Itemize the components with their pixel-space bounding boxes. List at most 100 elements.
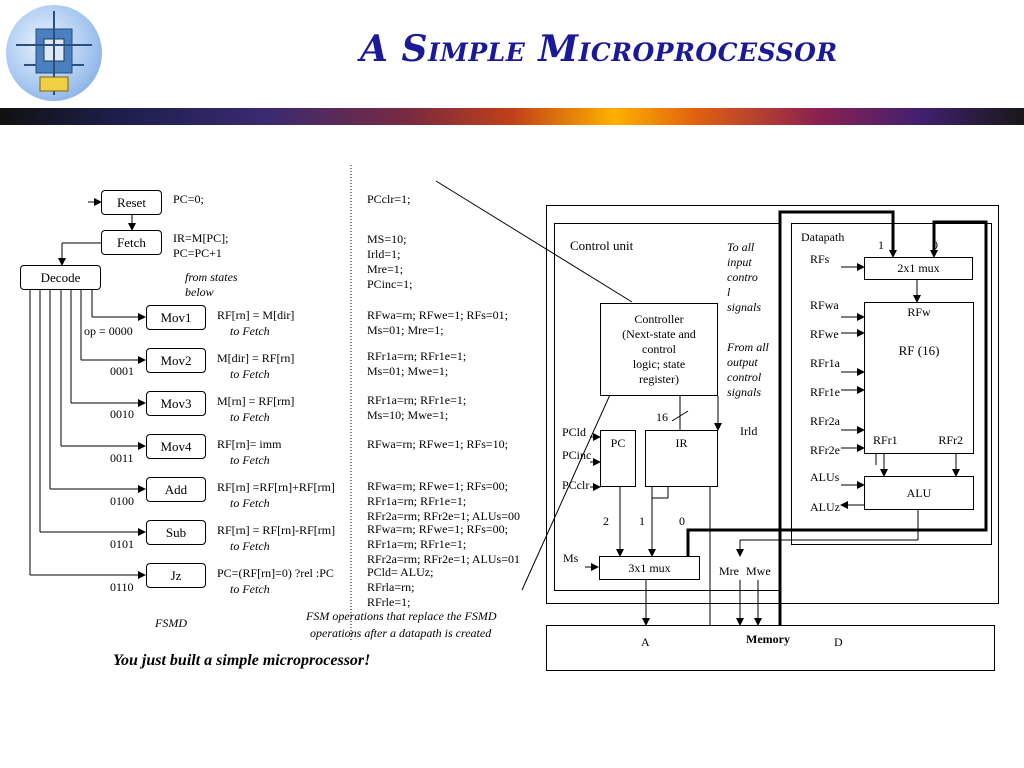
fsm-fetch-3: Mre=1; bbox=[367, 262, 404, 276]
pcclr-label: PCclr bbox=[562, 478, 590, 492]
datapath-frame bbox=[791, 223, 992, 545]
mux3-input-1: 1 bbox=[639, 514, 645, 528]
mux3-input-0: 0 bbox=[679, 514, 685, 528]
add-action: RF[rn] =RF[rn]+RF[rm] bbox=[217, 480, 335, 494]
rfr1a-label: RFr1a bbox=[810, 356, 840, 370]
fsmd-label: FSMD bbox=[155, 616, 187, 630]
mux3-block: 3x1 mux bbox=[599, 556, 700, 580]
op-add: 0100 bbox=[110, 494, 134, 508]
footer-caption: You just built a simple microprocessor! bbox=[113, 652, 371, 669]
fsm-add-2: RFr1a=rn; RFr1e=1; bbox=[367, 494, 467, 508]
irld-label: Irld bbox=[740, 424, 758, 438]
page-title: A Simple Microprocessor bbox=[360, 28, 838, 70]
ms-label: Ms bbox=[563, 551, 579, 565]
op-mov1: op = 0000 bbox=[84, 324, 133, 338]
rfr1-label: RFr1 bbox=[873, 433, 898, 447]
memory-block bbox=[546, 625, 995, 671]
fsm-add-3: RFr2a=rm; RFr2e=1; ALUs=00 bbox=[367, 509, 520, 523]
control-unit-label: Control unit bbox=[570, 238, 634, 253]
fsm-note-1: FSM operations that replace the FSMD bbox=[306, 609, 497, 623]
fetch-action-1: IR=M[PC]; bbox=[173, 231, 229, 245]
alus-label: ALUs bbox=[810, 470, 840, 484]
fsm-jz-2: RFrla=rn; bbox=[367, 580, 415, 594]
fsm-add-1: RFwa=rn; RFwe=1; RFs=00; bbox=[367, 479, 508, 493]
add-next: to Fetch bbox=[230, 496, 270, 510]
mov3-next: to Fetch bbox=[230, 410, 270, 424]
fsm-reset: PCclr=1; bbox=[367, 192, 411, 206]
mov2-action: M[dir] = RF[rn] bbox=[217, 351, 295, 365]
rfr1e-label: RFr1e bbox=[810, 385, 840, 399]
state-fetch: Fetch bbox=[101, 230, 162, 255]
jz-action: PC=(RF[rn]=0) ?rel :PC bbox=[217, 566, 334, 580]
to-all-input-note: To all input contro l signals bbox=[727, 240, 762, 314]
fsm-mov3-2: Ms=10; Mwe=1; bbox=[367, 408, 449, 422]
state-add: Add bbox=[146, 477, 206, 502]
fetch-action-2: PC=PC+1 bbox=[173, 246, 222, 260]
state-mov2: Mov2 bbox=[146, 348, 206, 373]
chip-logo-icon bbox=[6, 5, 102, 101]
aluz-label: ALUz bbox=[810, 500, 840, 514]
op-mov2: 0001 bbox=[110, 364, 134, 378]
rfs-label: RFs bbox=[810, 252, 830, 266]
op-sub: 0101 bbox=[110, 537, 134, 551]
jz-next: to Fetch bbox=[230, 582, 270, 596]
ir-register: IR bbox=[645, 430, 718, 487]
pcinc-label: PCinc bbox=[562, 448, 592, 462]
mux2-input-1: 1 bbox=[878, 238, 884, 252]
fsm-fetch-1: MS=10; bbox=[367, 232, 407, 246]
register-file: RFw RF (16) RFr1 RFr2 bbox=[864, 302, 974, 454]
alu-block: ALU bbox=[864, 476, 974, 510]
datapath-label: Datapath bbox=[801, 230, 845, 244]
fsm-jz-3: RFrle=1; bbox=[367, 595, 411, 609]
fsm-mov3-1: RFr1a=rn; RFr1e=1; bbox=[367, 393, 467, 407]
state-mov4: Mov4 bbox=[146, 434, 206, 459]
fsm-mov1-2: Ms=01; Mre=1; bbox=[367, 323, 444, 337]
fsm-sub-3: RFr2a=rm; RFr2e=1; ALUs=01 bbox=[367, 552, 520, 566]
state-mov3: Mov3 bbox=[146, 391, 206, 416]
fsm-fetch-4: PCinc=1; bbox=[367, 277, 413, 291]
mov4-next: to Fetch bbox=[230, 453, 270, 467]
mov1-next: to Fetch bbox=[230, 324, 270, 338]
pc-register: PC bbox=[600, 430, 636, 487]
bus-width-label: 16 bbox=[656, 410, 668, 424]
state-reset: Reset bbox=[101, 190, 162, 215]
pcld-label: PCld bbox=[562, 425, 587, 439]
reset-action: PC=0; bbox=[173, 192, 204, 206]
mwe-label: Mwe bbox=[746, 564, 771, 578]
memory-data-port: D bbox=[834, 635, 843, 649]
op-jz: 0110 bbox=[110, 580, 134, 594]
state-decode: Decode bbox=[20, 265, 101, 290]
mov1-action: RF[rn] = M[dir] bbox=[217, 308, 295, 322]
fsm-jz-1: PCld= ALUz; bbox=[367, 565, 434, 579]
rfwa-label: RFwa bbox=[810, 298, 839, 312]
fsm-mov2-1: RFr1a=rn; RFr1e=1; bbox=[367, 349, 467, 363]
header-divider bbox=[0, 108, 1024, 125]
decode-note-1: from states bbox=[185, 270, 238, 284]
state-sub: Sub bbox=[146, 520, 206, 545]
fsm-sub-1: RFwa=rn; RFwe=1; RFs=00; bbox=[367, 522, 508, 536]
mov4-action: RF[rn]= imm bbox=[217, 437, 282, 451]
rfr2-label: RFr2 bbox=[938, 433, 963, 447]
rfr2a-label: RFr2a bbox=[810, 414, 840, 428]
rfw-label: RFw bbox=[907, 305, 931, 319]
decode-note-2: below bbox=[185, 285, 214, 299]
mux2-block: 2x1 mux bbox=[864, 257, 973, 280]
mre-label: Mre bbox=[719, 564, 739, 578]
fsm-note-2: operations after a datapath is created bbox=[310, 626, 492, 640]
op-mov4: 0011 bbox=[110, 451, 134, 465]
fsm-sub-2: RFr1a=rn; RFr1e=1; bbox=[367, 537, 467, 551]
from-all-output-note: From all output control signals bbox=[727, 340, 769, 399]
rfr2e-label: RFr2e bbox=[810, 443, 840, 457]
rf-label: RF (16) bbox=[898, 343, 940, 358]
rfwe-label: RFwe bbox=[810, 327, 839, 341]
controller-block: Controller (Next-state and control logic… bbox=[600, 303, 718, 396]
mux2-input-0: 0 bbox=[932, 238, 938, 252]
memory-label: Memory bbox=[746, 632, 790, 646]
mux3-input-2: 2 bbox=[603, 514, 609, 528]
mov2-next: to Fetch bbox=[230, 367, 270, 381]
state-jz: Jz bbox=[146, 563, 206, 588]
fsm-mov2-2: Ms=01; Mwe=1; bbox=[367, 364, 449, 378]
fsm-mov4-1: RFwa=rn; RFwe=1; RFs=10; bbox=[367, 437, 508, 451]
memory-address-port: A bbox=[641, 635, 650, 649]
